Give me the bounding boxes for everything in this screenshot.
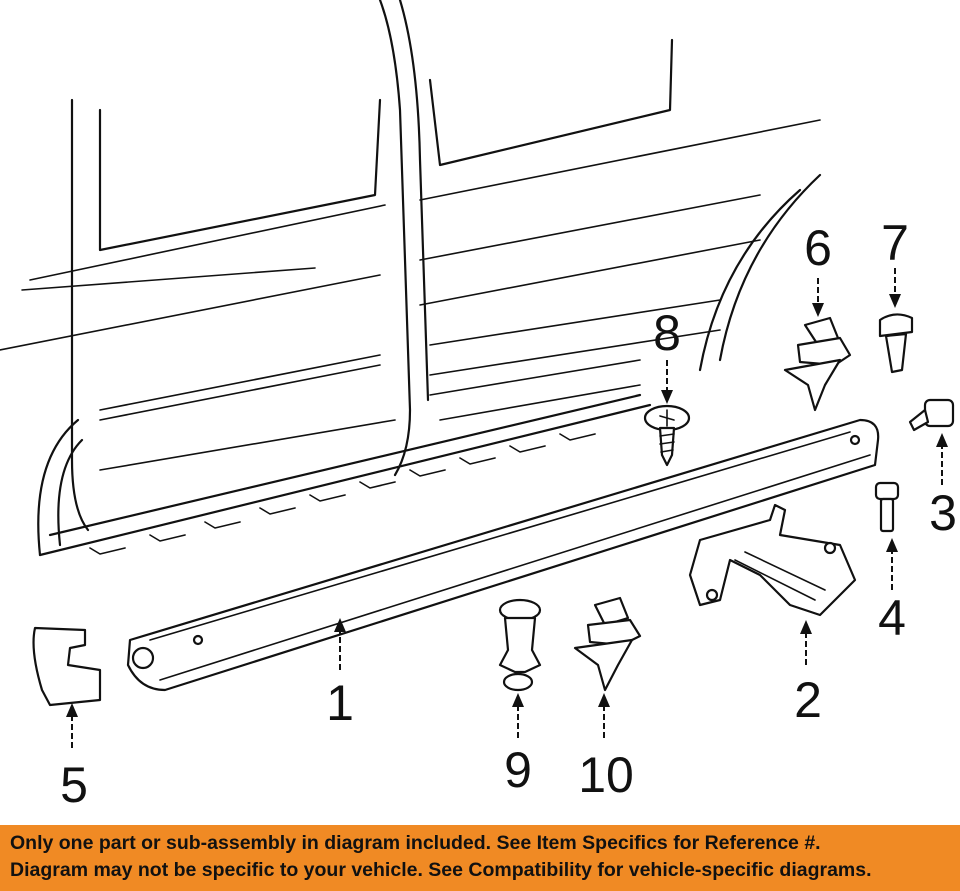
disclaimer-banner: Only one part or sub-assembly in diagram… xyxy=(0,825,960,891)
part-7-push-pin xyxy=(878,313,914,374)
callout-6: 6 xyxy=(804,220,832,276)
part-1-rocker-molding xyxy=(126,418,880,692)
part-9-retainer xyxy=(498,598,542,692)
part-10-clip xyxy=(573,596,642,692)
callout-1: 1 xyxy=(326,675,354,731)
callout-2: 2 xyxy=(794,672,822,728)
callout-4: 4 xyxy=(878,590,906,646)
callout-8: 8 xyxy=(653,305,681,361)
parts-diagram: 1 2 3 4 5 6 7 8 9 10 xyxy=(0,0,957,813)
disclaimer-line-1: Only one part or sub-assembly in diagram… xyxy=(10,832,821,854)
callout-9: 9 xyxy=(504,742,532,798)
part-2-bracket xyxy=(688,503,857,617)
callout-10: 10 xyxy=(578,747,634,803)
part-5-mud-flap xyxy=(32,626,102,707)
leader-arrows xyxy=(66,268,948,748)
vehicle-body-outline xyxy=(0,0,822,557)
callout-3: 3 xyxy=(929,485,957,541)
part-4-stud xyxy=(874,481,900,533)
part-6-clip xyxy=(783,316,852,412)
callout-5: 5 xyxy=(60,757,88,813)
part-3-bolt xyxy=(908,398,955,432)
part-8-screw xyxy=(643,404,691,467)
callout-7: 7 xyxy=(881,215,909,271)
disclaimer-line-2: Diagram may not be specific to your vehi… xyxy=(10,859,872,881)
